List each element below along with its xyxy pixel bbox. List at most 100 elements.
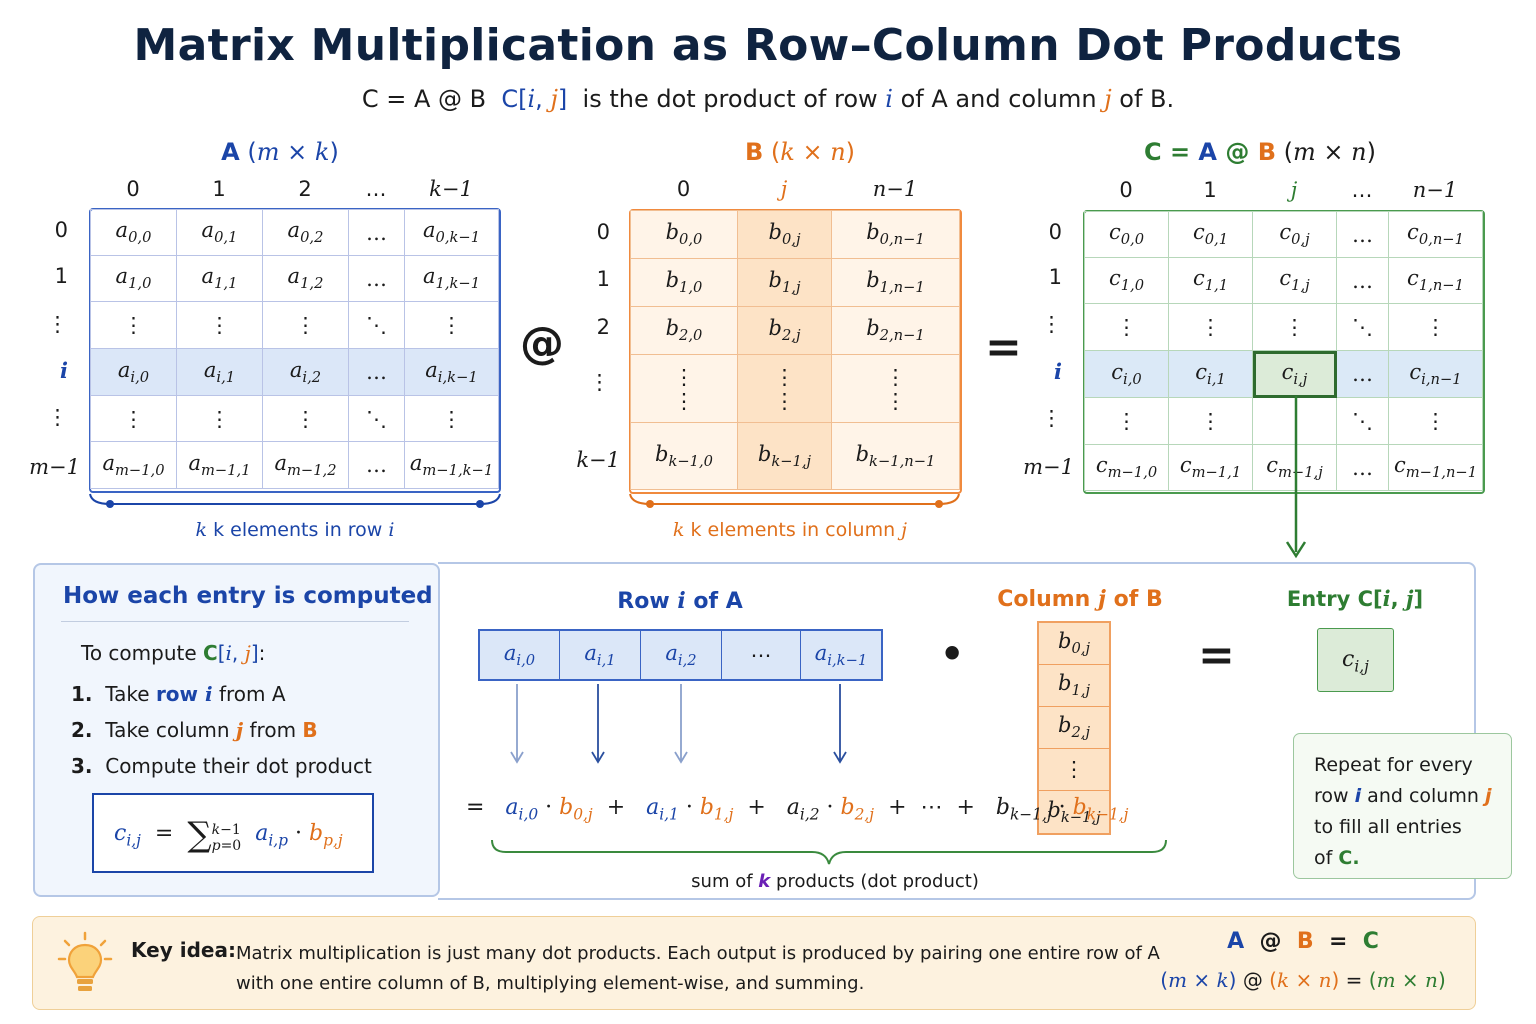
b-cell: b1,0 — [630, 258, 738, 307]
eq-eq: = — [1328, 929, 1348, 954]
subtitle: C = A @ B C[i, j] is the dot product of … — [0, 85, 1536, 113]
c-cell: ⋱ — [1336, 303, 1389, 351]
a-cell: am−1,1 — [176, 441, 263, 489]
dot-equals: = — [1198, 630, 1235, 681]
sum-brace — [491, 839, 1167, 865]
a-cell: a1,2 — [262, 255, 349, 302]
how-intro: To compute C[i, j]: — [81, 641, 266, 665]
how-intro-text: To compute — [81, 641, 197, 665]
key-idea-box: Key idea: Matrix multiplication is just … — [32, 916, 1476, 1010]
c-cell — [1252, 397, 1337, 445]
c-cell-ij: ci,j — [1252, 350, 1337, 398]
row-vector-cell: ai,k−1 — [800, 629, 883, 681]
c-cell: c1,1 — [1168, 257, 1253, 304]
c-cell: ⋮ — [1388, 397, 1483, 445]
b-cell-col-j: ⋮⋮ — [737, 354, 832, 423]
b-cell: bk−1,n−1 — [831, 422, 960, 490]
subtitle-text1: is the dot product of row — [582, 85, 878, 113]
row-vector-cell: ⋯ — [721, 629, 801, 681]
repeat-line3: to fill all entries — [1314, 816, 1462, 838]
c-cell: cm−1,0 — [1084, 444, 1169, 491]
dot-expansion: = ai,0 · b0,j + ai,1 · b1,j + ai,2 · b2,… — [466, 795, 1129, 824]
c-cell: c1,j — [1252, 257, 1337, 304]
c-cell: ⋮ — [1084, 397, 1169, 445]
a-col-header: 2 — [298, 177, 312, 201]
a-cell: a1,0 — [90, 255, 177, 302]
matrix-b-label: B (k × n) — [744, 138, 856, 166]
b-col-header: 0 — [676, 177, 691, 201]
c-row-header: 0 — [1048, 220, 1062, 244]
c-cell-row-i: ci,0 — [1084, 350, 1169, 398]
b-row-header: 0 — [596, 220, 610, 244]
a-cell: a0,k−1 — [404, 209, 499, 256]
c-cell: cm−1,n−1 — [1388, 444, 1483, 491]
c-cell: … — [1336, 444, 1389, 491]
b-row-header: 1 — [596, 267, 610, 291]
a-cell: ⋮ — [262, 301, 349, 349]
key-idea-label: Key idea: — [131, 938, 236, 962]
col-vector-cell: b0,j — [1037, 621, 1111, 665]
row-vector-cell: ai,0 — [478, 629, 560, 681]
row-title: Row i of A — [617, 588, 743, 614]
a-col-header: k−1 — [429, 177, 473, 201]
c-cell-row-i: ci,1 — [1168, 350, 1253, 398]
b-cell: b0,n−1 — [831, 210, 960, 259]
a-cell: ⋱ — [348, 395, 405, 442]
a-cell: ⋱ — [348, 301, 405, 349]
a-cell: am−1,0 — [90, 441, 177, 489]
b-cell-col-j: b0,j — [737, 210, 832, 259]
a-cell-row-i: ai,1 — [176, 348, 263, 396]
matmul-operator: @ — [520, 318, 564, 369]
matrix-b-brace — [629, 493, 960, 508]
dot-operator: • — [940, 632, 965, 676]
row-vector-cell: ai,1 — [559, 629, 641, 681]
c-row-header: i — [1054, 359, 1062, 384]
c-cell: c0,j — [1252, 211, 1337, 258]
col-vector-cell: bk−1,j — [1037, 789, 1111, 835]
step-num: 2. — [71, 718, 93, 742]
row-arrows — [510, 684, 847, 764]
how-panel-heading: How each entry is computed — [63, 583, 433, 609]
b-cell: b1,n−1 — [831, 258, 960, 307]
repeat-line1: Repeat for every — [1314, 754, 1473, 776]
matrix-b-name: B — [744, 138, 764, 166]
a-row-header: ⋮ — [47, 312, 68, 336]
matrix-a-label: A (m × k) — [221, 138, 339, 166]
c-cell: c0,0 — [1084, 211, 1169, 258]
matrix-a-brace-label: k k elements in row i — [195, 519, 395, 541]
a-cell: am−1,2 — [262, 441, 349, 489]
c-cell: c0,n−1 — [1388, 211, 1483, 258]
subtitle-text3: of B. — [1119, 85, 1175, 113]
c-row-header: ⋮ — [1041, 406, 1062, 430]
a-brace-text: k elements in row — [213, 519, 383, 541]
eq-c: C — [1362, 929, 1379, 954]
step-num: 3. — [71, 754, 93, 778]
how-step: 1. Take row i from A — [71, 682, 286, 706]
b-cell: b0,0 — [630, 210, 738, 259]
eq-b: B — [1296, 929, 1314, 954]
a-cell: ⋮ — [90, 395, 177, 442]
a-row-header: m−1 — [29, 455, 80, 479]
how-step: 3. Compute their dot product — [71, 754, 372, 778]
c-cell: cm−1,j — [1252, 444, 1337, 491]
b-cell: bk−1,0 — [630, 422, 738, 490]
a-row-header: 1 — [54, 264, 68, 288]
c-cell-row-i: … — [1336, 350, 1389, 398]
how-divider — [61, 621, 409, 622]
c-row-header: m−1 — [1023, 455, 1074, 479]
c-cell: c0,1 — [1168, 211, 1253, 258]
c-cell: ⋮ — [1168, 397, 1253, 445]
c-col-header: j — [1290, 178, 1298, 202]
b-cell-col-j: b2,j — [737, 306, 832, 355]
c-cell: c1,0 — [1084, 257, 1169, 304]
col-vector-cell: b2,j — [1037, 705, 1111, 749]
a-col-header: 0 — [126, 177, 140, 201]
step-num: 1. — [71, 682, 93, 706]
subtitle-i: i — [885, 85, 893, 113]
a-cell: a1,k−1 — [404, 255, 499, 302]
b-cell: ⋮⋮ — [630, 354, 738, 423]
a-col-header: 1 — [212, 177, 226, 201]
